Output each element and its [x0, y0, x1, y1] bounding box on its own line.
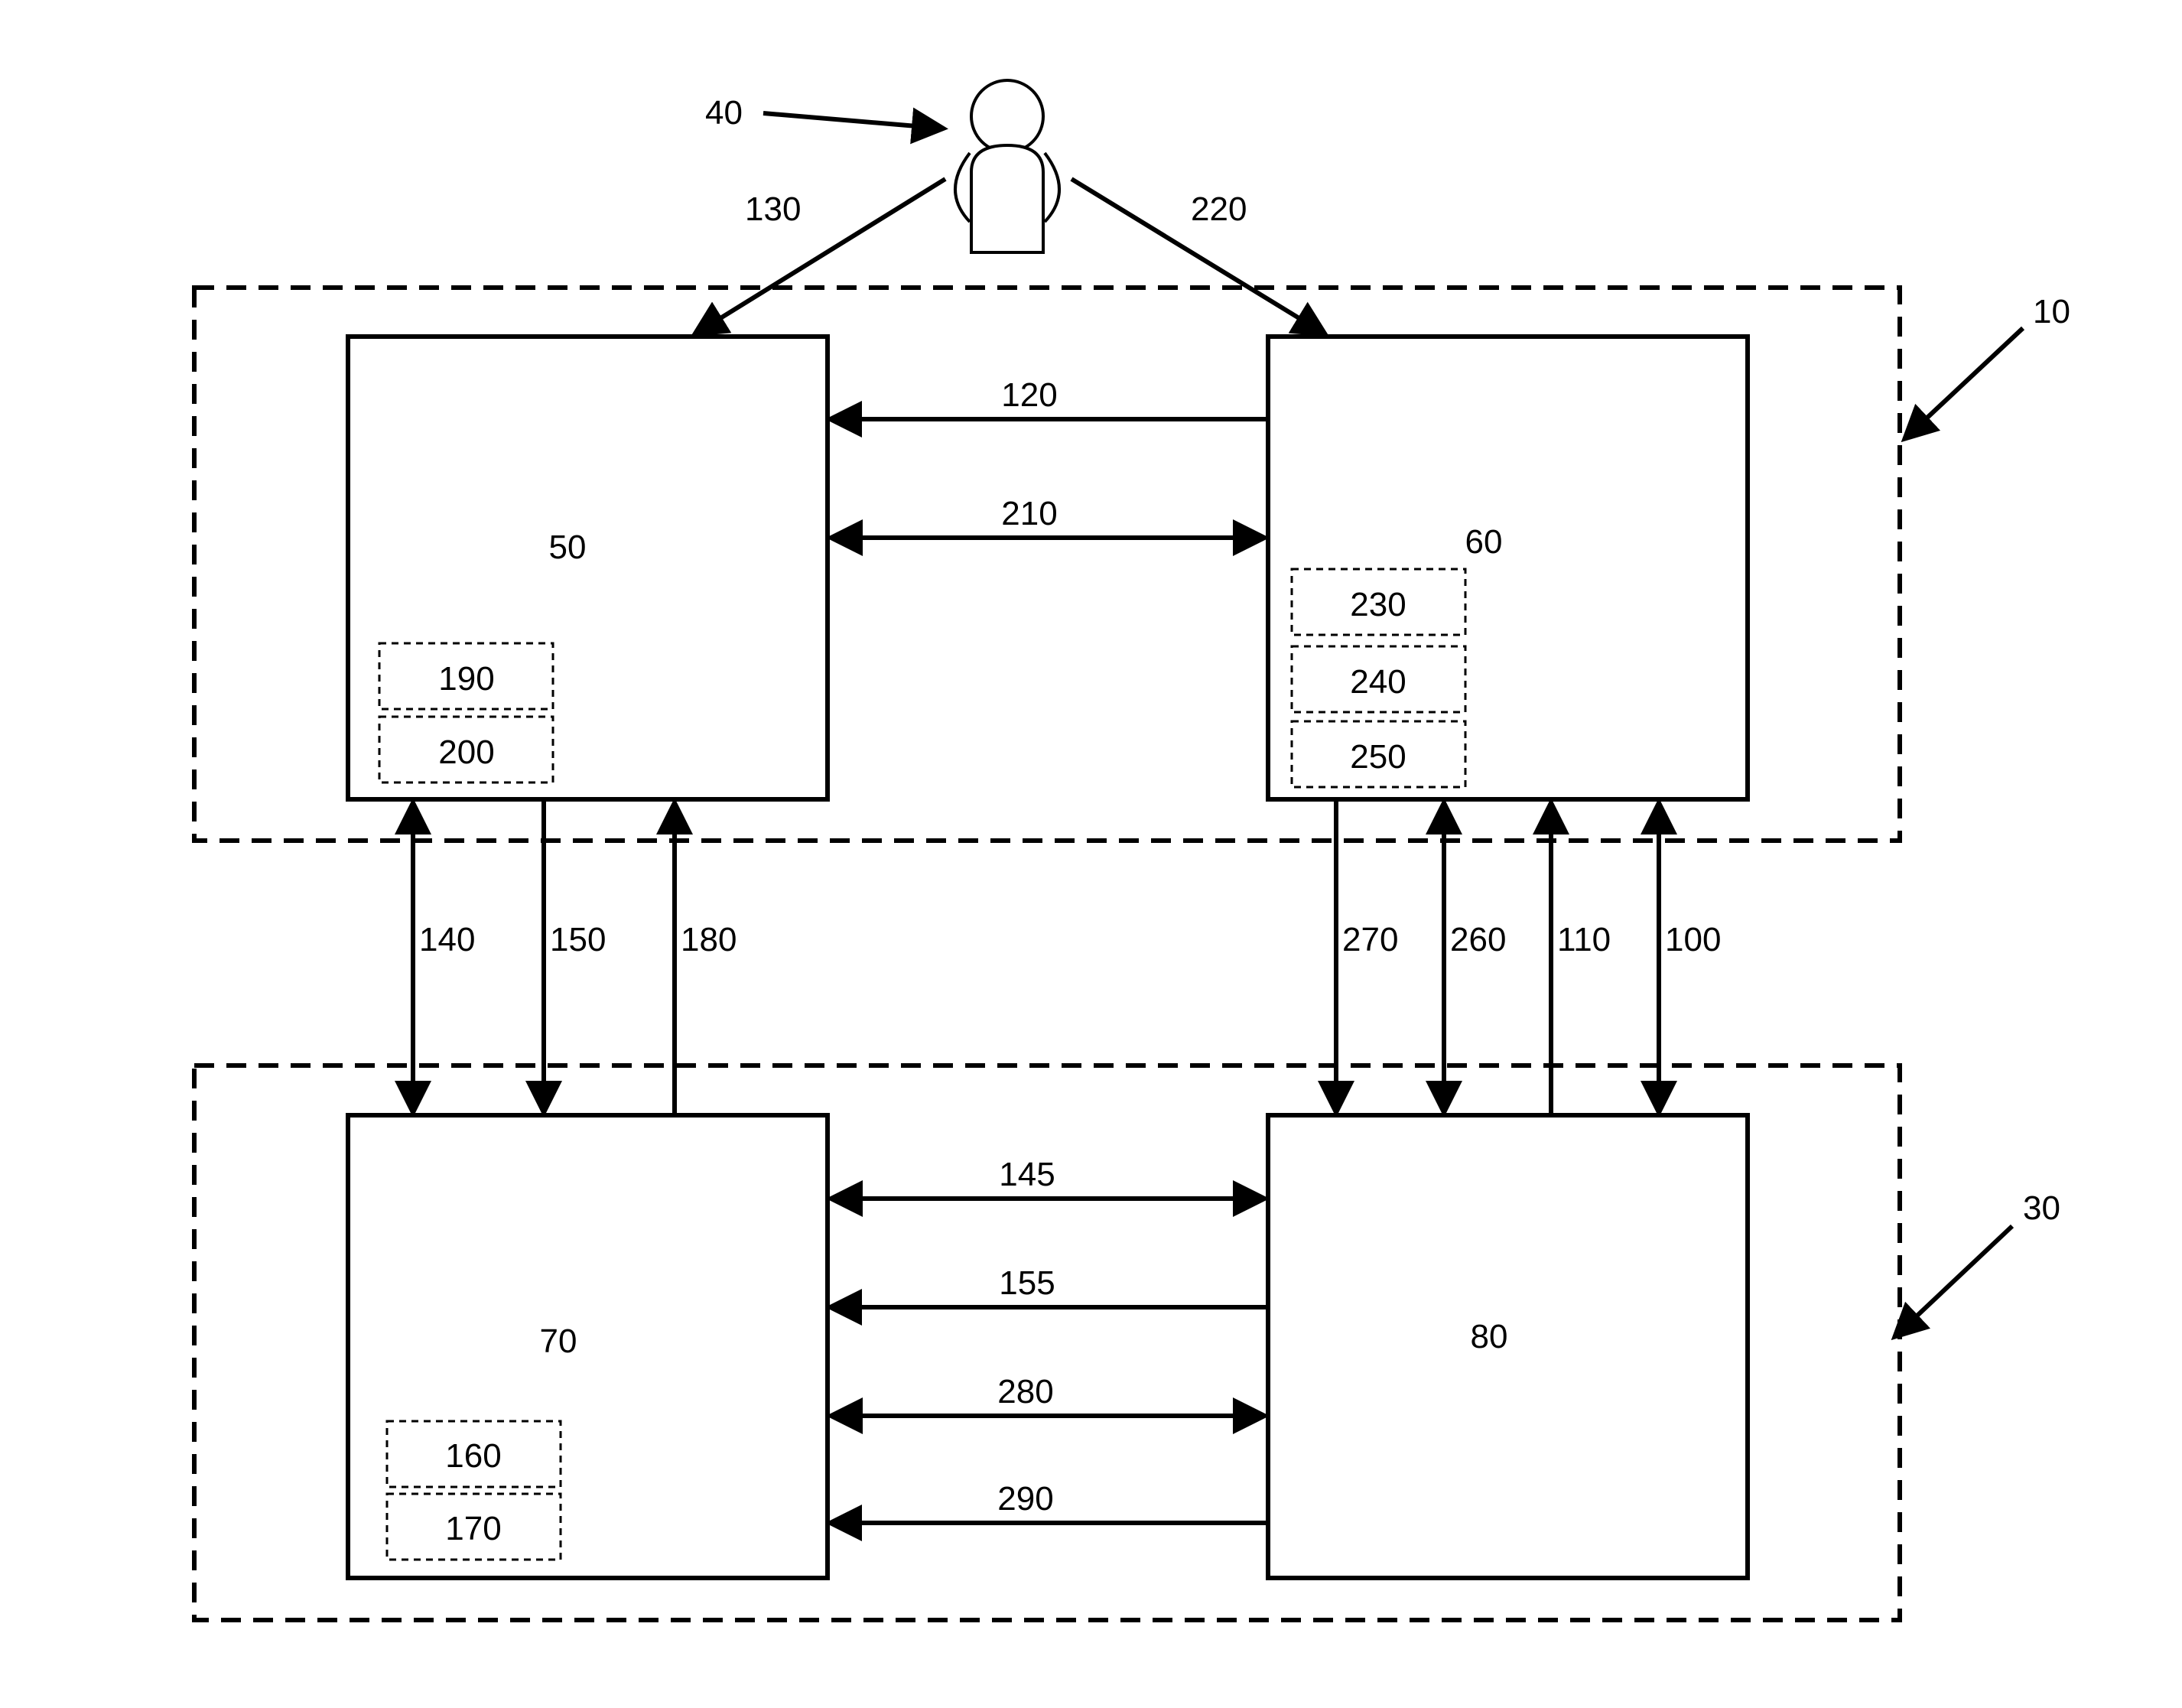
connection-150-label: 150	[550, 921, 606, 958]
block-50	[348, 337, 828, 799]
connection-180-label: 180	[681, 921, 737, 958]
block-60-label: 60	[1465, 523, 1503, 561]
submodule-170-label: 170	[445, 1510, 501, 1547]
block-70-label: 70	[540, 1322, 577, 1360]
block-80	[1268, 1115, 1748, 1578]
block-70	[348, 1115, 828, 1578]
connection-270-label: 270	[1342, 921, 1398, 958]
connection-100-label: 100	[1665, 921, 1721, 958]
connection-120-label: 120	[1001, 376, 1057, 414]
group-10-pointer-arrow	[1904, 328, 2023, 439]
connection-155-label: 155	[999, 1264, 1055, 1302]
connection-130-label: 130	[745, 190, 801, 228]
submodule-190-label: 190	[438, 660, 494, 698]
connection-145-label: 145	[999, 1156, 1055, 1193]
connection-210-label: 210	[1001, 495, 1057, 532]
connection-280-label: 280	[997, 1373, 1053, 1410]
block-60	[1268, 337, 1748, 799]
person-icon	[955, 80, 1059, 252]
submodule-160-label: 160	[445, 1437, 501, 1475]
connection-290-label: 290	[997, 1480, 1053, 1518]
block-80-label: 80	[1471, 1318, 1508, 1355]
submodule-250-label: 250	[1350, 738, 1406, 776]
submodule-200-label: 200	[438, 734, 494, 771]
submodule-240-label: 240	[1350, 663, 1406, 701]
group-10-label: 10	[2033, 293, 2070, 330]
connection-130-line	[694, 179, 945, 334]
group-30-label: 30	[2023, 1189, 2060, 1227]
group-30-pointer-arrow	[1894, 1226, 2012, 1337]
block-50-label: 50	[549, 529, 587, 566]
connection-110-label: 110	[1557, 921, 1611, 958]
connection-140-label: 140	[419, 921, 475, 958]
user-label: 40	[705, 94, 743, 132]
submodule-230-label: 230	[1350, 586, 1406, 623]
connection-260-label: 260	[1450, 921, 1506, 958]
user-pointer-arrow	[763, 113, 944, 129]
connection-220-label: 220	[1191, 190, 1247, 228]
